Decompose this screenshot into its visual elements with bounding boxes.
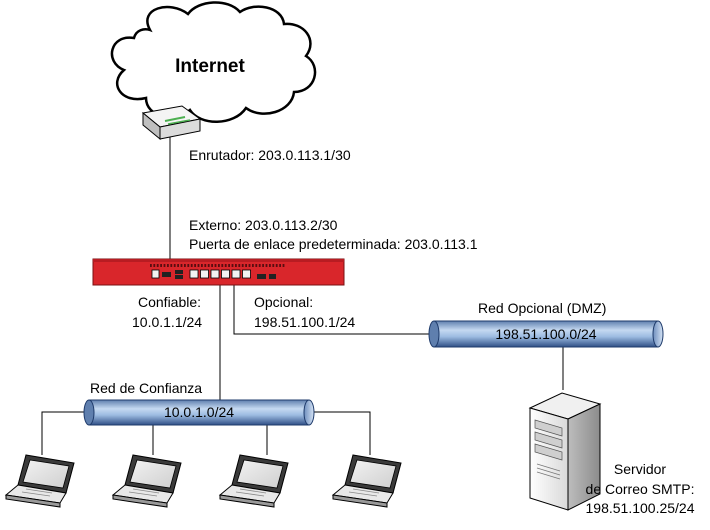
trusted-laptop-1-link (41, 411, 92, 455)
server-label-3: 198.51.100.25/24 (586, 500, 695, 516)
router-icon (141, 105, 202, 141)
trusted-network-pipe: 10.0.1.0/24 (83, 399, 315, 426)
dmz-network-title: Red Opcional (DMZ) (478, 300, 606, 316)
dmz-network-pipe: 198.51.100.0/24 (428, 320, 664, 348)
dmz-subnet-label: 198.51.100.0/24 (495, 326, 596, 342)
laptop-icon (332, 454, 402, 508)
laptop-icon (5, 454, 75, 508)
external-interface-label: Externo: 203.0.113.2/30 (189, 217, 338, 233)
connection-lines (41, 128, 564, 455)
default-gateway-label: Puerta de enlace predeterminada: 203.0.1… (189, 236, 478, 252)
firewall-dmz-link (233, 283, 434, 335)
laptop-icon (219, 454, 289, 508)
server-label-2: de Correo SMTP: (586, 481, 695, 497)
internet-label: Internet (175, 56, 245, 77)
trusted-interface-label-1: Confiable: (138, 294, 201, 310)
server-label-1: Servidor (614, 461, 666, 477)
trusted-subnet-label: 10.0.1.0/24 (164, 404, 234, 420)
trusted-laptop-4-link (306, 411, 371, 455)
server-icon (528, 392, 602, 511)
router-label: Enrutador: 203.0.113.1/30 (189, 147, 351, 163)
optional-interface-label-2: 198.51.100.1/24 (254, 314, 355, 330)
laptop-icon (112, 454, 182, 508)
optional-interface-label-1: Opcional: (254, 294, 313, 310)
firewall-appliance (92, 258, 345, 286)
trusted-network-title: Red de Confianza (90, 380, 202, 396)
internet-cloud: Internet (110, 1, 317, 123)
trusted-interface-label-2: 10.0.1.1/24 (132, 314, 202, 330)
